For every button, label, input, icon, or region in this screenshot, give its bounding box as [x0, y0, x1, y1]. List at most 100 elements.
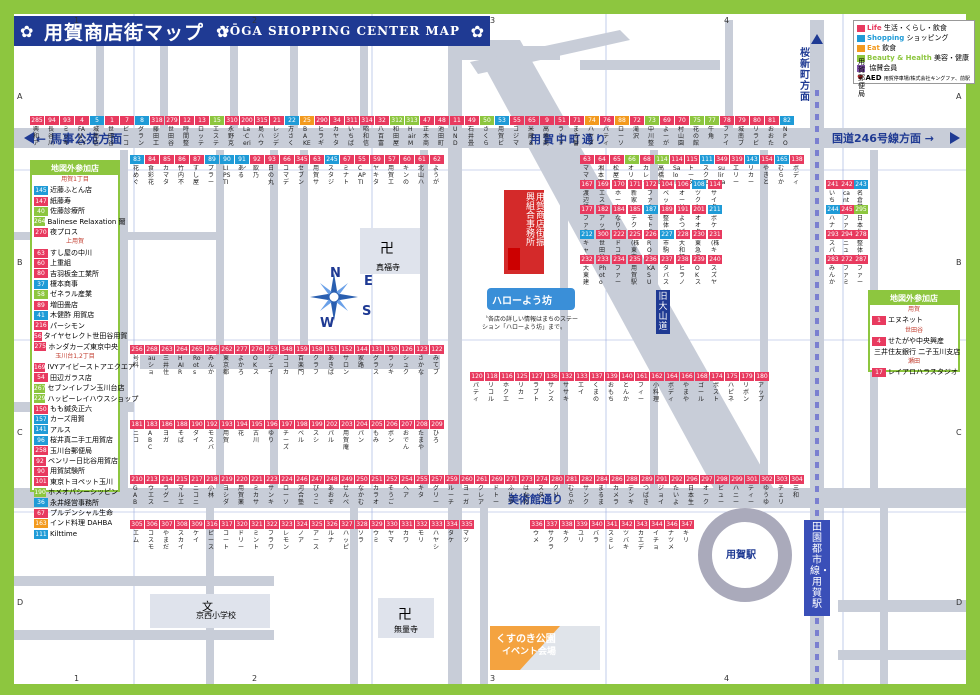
store-marker[interactable]: 263三井住友銀行 [160, 345, 174, 375]
store-marker[interactable]: 118リコルヌ [485, 372, 499, 402]
store-marker[interactable]: 70村山園芸 [675, 116, 689, 146]
store-marker[interactable]: 248あおぞら [325, 475, 339, 505]
store-marker[interactable]: 268auショップ [145, 345, 159, 375]
store-marker[interactable]: 69よーがや [660, 116, 674, 146]
store-marker[interactable]: 116ホクエネ [500, 372, 514, 402]
store-marker[interactable]: 180アップル [755, 372, 769, 402]
store-marker[interactable]: 47正木商店 [420, 116, 434, 146]
store-marker[interactable]: 91あ〜る [235, 155, 249, 179]
store-marker[interactable]: 220用賀薬局 [235, 475, 249, 505]
store-marker[interactable]: 281むらかみ [565, 475, 579, 505]
store-marker[interactable]: 214ラグーナ [160, 475, 174, 505]
store-marker[interactable]: 224ローソン [280, 475, 294, 505]
store-marker[interactable]: 87すし屋の普勘 [190, 155, 204, 185]
store-marker[interactable]: 50さくらら [480, 116, 494, 146]
store-marker[interactable]: 285興和アーケード [30, 116, 44, 146]
store-marker[interactable]: 80リラビス用賀整骨院 [750, 116, 764, 146]
store-marker[interactable]: 245スタジオ ルーチェ [325, 155, 339, 185]
store-marker[interactable]: 120パティスリー [470, 372, 484, 402]
store-marker[interactable]: 257グリーン [430, 475, 444, 505]
store-marker[interactable]: 62ようが整体院 [430, 155, 444, 185]
store-marker[interactable]: 259ルーチェ [445, 475, 459, 505]
store-marker[interactable]: 76パティスリー・ドゥ・シーズン [600, 116, 614, 146]
store-marker[interactable]: 59ヤキタジビ世界 [370, 155, 384, 185]
store-marker[interactable]: 232大東建託(株) [580, 255, 594, 285]
store-marker[interactable]: 236KASUYA税理士法人 [644, 255, 658, 285]
store-marker[interactable]: 272ファミリーマート 用賀2丁目店 [840, 255, 854, 285]
store-marker[interactable]: 192モスバーガー [205, 420, 219, 450]
store-marker[interactable]: 78ファイブスター [720, 116, 734, 146]
store-marker[interactable]: 85カマタ電化 [160, 155, 174, 185]
store-marker[interactable]: 90LIPSTICK [220, 155, 234, 185]
store-marker[interactable]: 122みてブリ [430, 345, 444, 375]
store-marker[interactable]: 84食彩花ダート [145, 155, 159, 185]
store-marker[interactable]: 292たいよう [670, 475, 684, 505]
store-marker[interactable]: 154やきとり 星すみれ 用賀店 [760, 155, 774, 185]
store-marker[interactable]: 7ピーコレクト [120, 116, 134, 146]
store-marker[interactable]: 168ゴールド [695, 372, 709, 402]
store-marker[interactable]: 8グランデママ [135, 116, 149, 146]
store-marker[interactable]: 15エステサロンCafe [210, 116, 224, 146]
store-marker[interactable]: 238ヒラノデンタル [676, 255, 690, 285]
store-marker[interactable]: 11UNDER GOLF SPACE [450, 116, 464, 146]
store-marker[interactable]: 239OKストア [692, 255, 706, 285]
store-marker[interactable]: 13ロッテリア [195, 116, 209, 146]
store-marker[interactable]: 319エリートセブン [730, 155, 744, 185]
store-marker[interactable]: 32八百富商店 [375, 116, 389, 146]
store-marker[interactable]: 302ゆうゆう [760, 475, 774, 505]
store-marker[interactable]: 86竹内不動産 [175, 155, 189, 185]
store-marker[interactable]: 344イチョウ [650, 520, 664, 550]
store-marker[interactable]: 21レジデンス [270, 116, 284, 146]
store-marker[interactable]: 161フィール [635, 372, 649, 402]
store-marker[interactable]: 282サンクス [580, 475, 594, 505]
store-marker[interactable]: 137くまのや [590, 372, 604, 402]
store-marker[interactable]: 322フラワー [265, 520, 279, 550]
store-marker[interactable]: 320ドリーム [235, 520, 249, 550]
store-marker[interactable]: 136サンスター [545, 372, 559, 402]
store-marker[interactable]: 93ミッキー工業＆理容 [60, 116, 74, 146]
store-marker[interactable]: 318藤田工務店 [150, 116, 164, 146]
store-marker[interactable]: 1世田谷用賀郵便局 [105, 116, 119, 146]
